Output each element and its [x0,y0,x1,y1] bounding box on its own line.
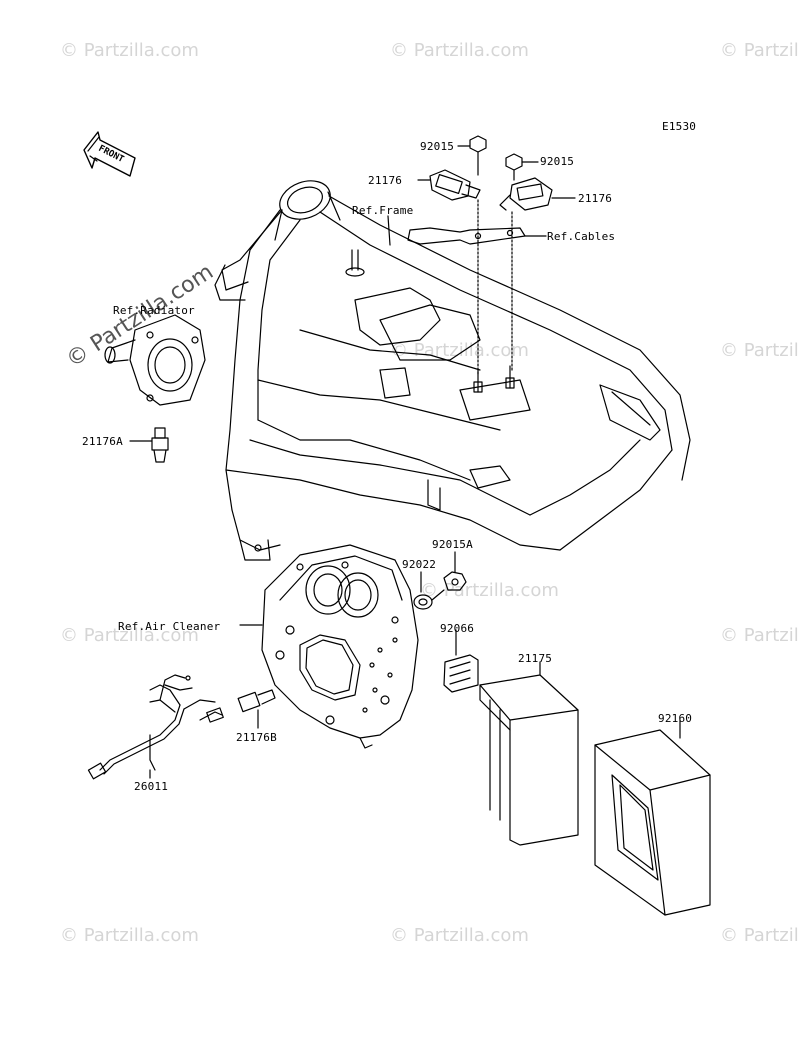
part-label-92015a[interactable]: 92015A [432,538,473,551]
watermark: © Partzilla.com [390,40,529,61]
part-label-92015-left[interactable]: 92015 [420,140,455,153]
front-label: FRONT [97,144,126,165]
ecu-21175-drawing [479,661,579,846]
part-label-92022[interactable]: 92022 [402,558,437,571]
sensor-21176-right-drawing [499,177,576,211]
connector-92066-drawing [443,629,479,693]
washer-92022-drawing [413,571,433,610]
leader-line [387,215,391,246]
part-label-92015-right[interactable]: 92015 [540,155,575,168]
ref-cables-label: Ref.Cables [547,230,616,243]
part-label-92160[interactable]: 92160 [658,712,693,725]
cable-bracket-drawing [407,199,547,376]
part-label-21176-left[interactable]: 21176 [368,174,403,187]
ecu-cover-92160-drawing [594,719,711,916]
watermark: © Partzilla.com [720,925,800,946]
ref-air-cleaner-label: Ref.Air Cleaner [118,620,221,633]
sensor-21176a-drawing [129,427,169,463]
part-label-21175[interactable]: 21175 [518,652,553,665]
air-cleaner-base-drawing [239,544,419,749]
part-label-92066[interactable]: 92066 [440,622,475,635]
sensor-21176-left-drawing [417,169,481,201]
nut-92015-right-drawing [505,153,539,181]
part-label-21176b[interactable]: 21176B [236,731,277,744]
frame-drawing [214,180,691,561]
thermostat-housing-drawing [104,314,206,406]
watermark: © Partzilla.com [720,340,800,361]
nut-92015a-drawing [431,551,467,601]
sensor-21176b-drawing [237,689,276,729]
harness-26011-drawing [87,674,224,780]
front-arrow-icon [83,131,136,177]
watermark: © Partzilla.com [720,40,800,61]
watermark: © Partzilla.com [60,625,199,646]
part-label-21176a[interactable]: 21176A [82,435,123,448]
watermark: © Partzilla.com [390,340,529,361]
watermark: © Partzilla.com [60,925,199,946]
diagram-code: E1530 [662,120,697,133]
ref-radiator-label: Ref.Radiator [113,304,195,317]
watermark: © Partzilla.com [60,40,199,61]
part-label-26011[interactable]: 26011 [134,780,169,793]
watermark: © Partzilla.com [390,925,529,946]
part-label-21176-right[interactable]: 21176 [578,192,613,205]
nut-92015-left-drawing [457,135,487,176]
watermark: © Partzilla.com [720,625,800,646]
ref-frame-label: Ref.Frame [352,204,414,217]
